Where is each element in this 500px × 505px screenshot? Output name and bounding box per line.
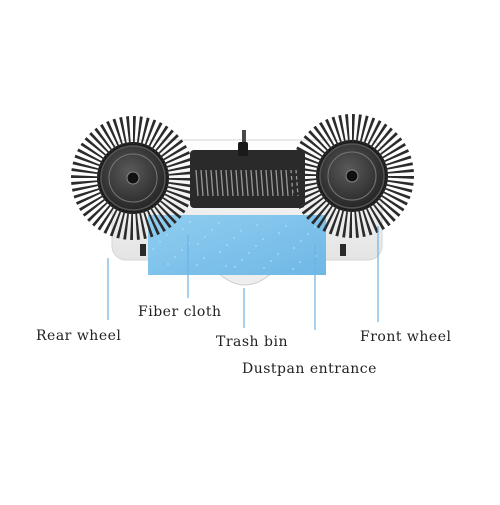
- cloth-texture: [150, 218, 318, 271]
- rear-wheel: [71, 116, 195, 240]
- rear-foot: [140, 244, 146, 256]
- front-foot: [340, 244, 346, 256]
- roller-brush: [195, 169, 299, 197]
- label-rear-wheel: Rear wheel: [36, 328, 122, 344]
- label-front-wheel: Front wheel: [360, 329, 452, 345]
- callout-leaders: [107, 226, 379, 330]
- front-wheel: [290, 114, 414, 238]
- label-trash-bin: Trash bin: [216, 334, 288, 350]
- brush-housing: [190, 150, 305, 208]
- fiber-cloth: [148, 215, 326, 275]
- label-dustpan-entrance: Dustpan entrance: [242, 361, 377, 377]
- label-fiber-cloth: Fiber cloth: [138, 304, 222, 320]
- handle-socket: [238, 142, 248, 156]
